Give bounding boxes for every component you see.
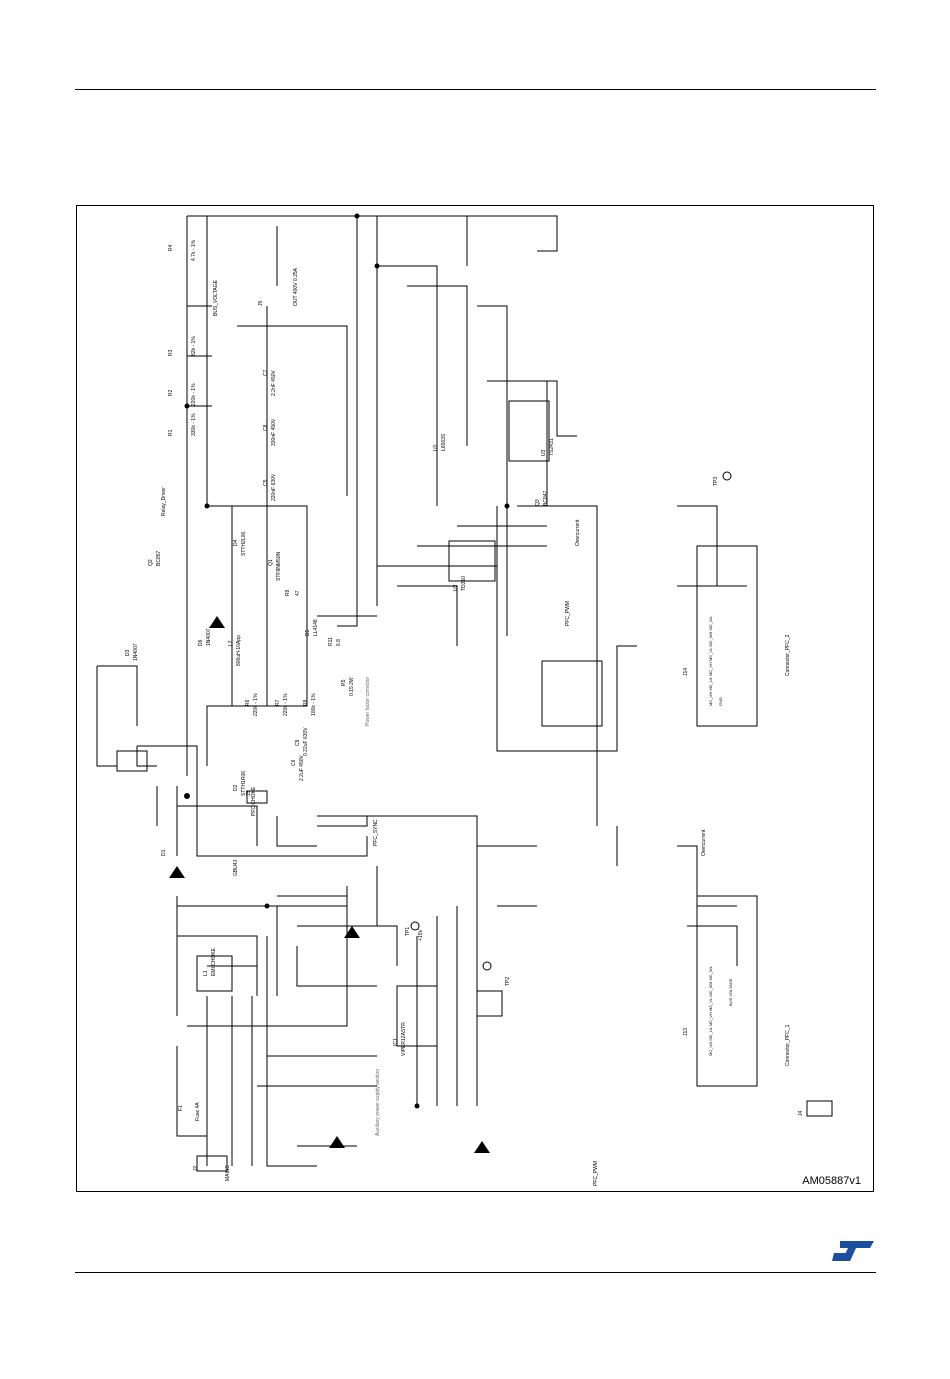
r6-label: R6 <box>245 699 251 706</box>
r9-label: R9 <box>285 589 291 596</box>
r3-value: 82k - 1% <box>191 336 197 356</box>
c7-label: C7 <box>263 369 269 376</box>
d3-value: 1N4007 <box>133 643 139 661</box>
r11-label: R11 <box>328 637 334 646</box>
pfc-sync-label: PFC_SYNC <box>373 819 379 846</box>
r1-value: 330k - 1% <box>191 413 197 436</box>
q1-label: Q1 <box>268 559 274 566</box>
j13-bus: BUS VOLTAGE <box>728 978 733 1006</box>
j2-value: MAINS <box>225 1165 231 1182</box>
r2-label: R2 <box>168 389 174 396</box>
c7-value: 2.2nF 450V <box>271 369 277 396</box>
j5-label: J5 <box>258 301 264 307</box>
l1-label: L1 <box>203 970 209 976</box>
d6-label: D6 <box>198 639 204 646</box>
j13-pins: MC_UH MC_UL MC_VH MC_VL MC_WH MC_WL <box>708 965 713 1056</box>
u3-value: TS2431 <box>549 438 555 456</box>
f1-value: Fuse 4A <box>195 1102 201 1121</box>
d3-label: D3 <box>125 649 131 656</box>
j3-label: J3 <box>246 791 252 797</box>
d2-label: D2 <box>233 784 239 791</box>
u3-label: U3 <box>541 449 547 456</box>
overcurrent-label-2: Overcurrent <box>701 829 707 856</box>
d1-label: D1 <box>161 849 167 856</box>
pfc-pwm-label-2: PFC_PWM <box>593 1161 599 1186</box>
r4-label: R4 <box>168 244 174 251</box>
schematic-frame: R4 4.7k - 1% R3 82k - 1% R2 220k - 1% R1… <box>76 205 874 1192</box>
r2-value: 220k - 1% <box>191 383 197 406</box>
footer-rule <box>75 1272 876 1273</box>
j14-label: J14 <box>683 668 689 676</box>
c8-label: C8 <box>263 424 269 431</box>
tp3-label: TP3 <box>713 477 719 486</box>
r9-value: 47 <box>295 590 301 596</box>
q2-label: Q2 <box>148 559 154 566</box>
pfc-section-note: Power factor corrector <box>365 676 371 726</box>
r5-value: 0.15 2W <box>349 677 355 696</box>
l2-label: L2 <box>228 640 234 646</box>
d6-value: 1N4007 <box>206 628 212 646</box>
d5-value: LL4148 <box>313 619 319 636</box>
relay-driver-label: Relay_Driver <box>161 487 167 516</box>
u1-label: U1 <box>433 444 439 451</box>
j14-value: Connector_PFC_2 <box>785 634 791 676</box>
d2-value: STTH1R06 <box>241 771 247 796</box>
j14-pins: MC_UH MC_UL MC_VH MC_VL MC_WH MC_WL <box>708 615 713 706</box>
r6-value: 220k - 1% <box>253 693 259 716</box>
q3-value: BC847 <box>543 490 549 506</box>
c5-label: C5 <box>263 479 269 486</box>
r8-label: R8 <box>303 699 309 706</box>
r1-label: R1 <box>168 429 174 436</box>
d4-value: STTH2L06 <box>241 532 247 556</box>
c9-value: 0.22uF 630V <box>303 727 309 756</box>
header-rule <box>75 89 876 90</box>
l2-value: 800uH-10App <box>236 635 242 666</box>
q2-value: BC857 <box>156 550 162 566</box>
c8-value: 330nF 450V <box>271 418 277 446</box>
r8-value: 100k - 1% <box>311 693 317 716</box>
u2-value: TD310 <box>461 576 467 591</box>
r11-value: 6.8 <box>336 639 342 646</box>
q3-label: Q3 <box>535 499 541 506</box>
aux-supply-note: Auxiliary power supply section <box>375 1069 381 1136</box>
bus-voltage-label: BUS_VOLTAGE <box>213 279 219 316</box>
figure-reference-id: AM05887v1 <box>802 1175 861 1187</box>
overcurrent-label: Overcurrent <box>575 519 581 546</box>
j4-label: J4 <box>798 1111 804 1117</box>
f1-label: F1 <box>178 1105 184 1111</box>
ic1-value: VIPER12ASTR <box>401 1022 407 1056</box>
c9-label: C9 <box>295 739 301 746</box>
d5-label: D5 <box>305 629 311 636</box>
c6-value: 2.2uF 450V <box>299 754 305 781</box>
d4-label: D4 <box>233 539 239 546</box>
j14-gnd: GND <box>718 697 723 706</box>
d1-value: GBU4J <box>233 859 239 876</box>
r7-value: 220k - 1% <box>283 693 289 716</box>
st-logo <box>832 1241 874 1261</box>
c5-value: 220nF 630V <box>271 473 277 501</box>
r3-label: R3 <box>168 349 174 356</box>
pfc-pwm-label: PFC_PWM <box>565 601 571 626</box>
r4-value: 4.7k - 1% <box>191 239 197 261</box>
tp2-label: TP2 <box>505 977 511 986</box>
j3-value: PFC CHOKE <box>251 786 257 816</box>
j2-label: J2 <box>193 1166 199 1172</box>
schematic-diagram: R4 4.7k - 1% R3 82k - 1% R2 220k - 1% R1… <box>96 213 833 1186</box>
j13-label: J13 <box>683 1028 689 1036</box>
ic1-label: IC1 <box>393 1038 399 1046</box>
c6-label: C6 <box>291 759 297 766</box>
vcc-label: +15V <box>418 929 424 941</box>
u1-value: L6563S <box>441 433 447 451</box>
r7-label: R7 <box>275 699 281 706</box>
j5-value: OUT 400V 0.25A <box>293 267 299 306</box>
tp1-label: TP1 <box>405 927 411 936</box>
q1-value: STF8NM50N <box>276 551 282 581</box>
l1-value: EMI CHOKE <box>211 947 217 976</box>
j13-value: Connector_PFC_1 <box>785 1024 791 1066</box>
r5-label: R5 <box>341 679 347 686</box>
u2-label: U2 <box>453 584 459 591</box>
